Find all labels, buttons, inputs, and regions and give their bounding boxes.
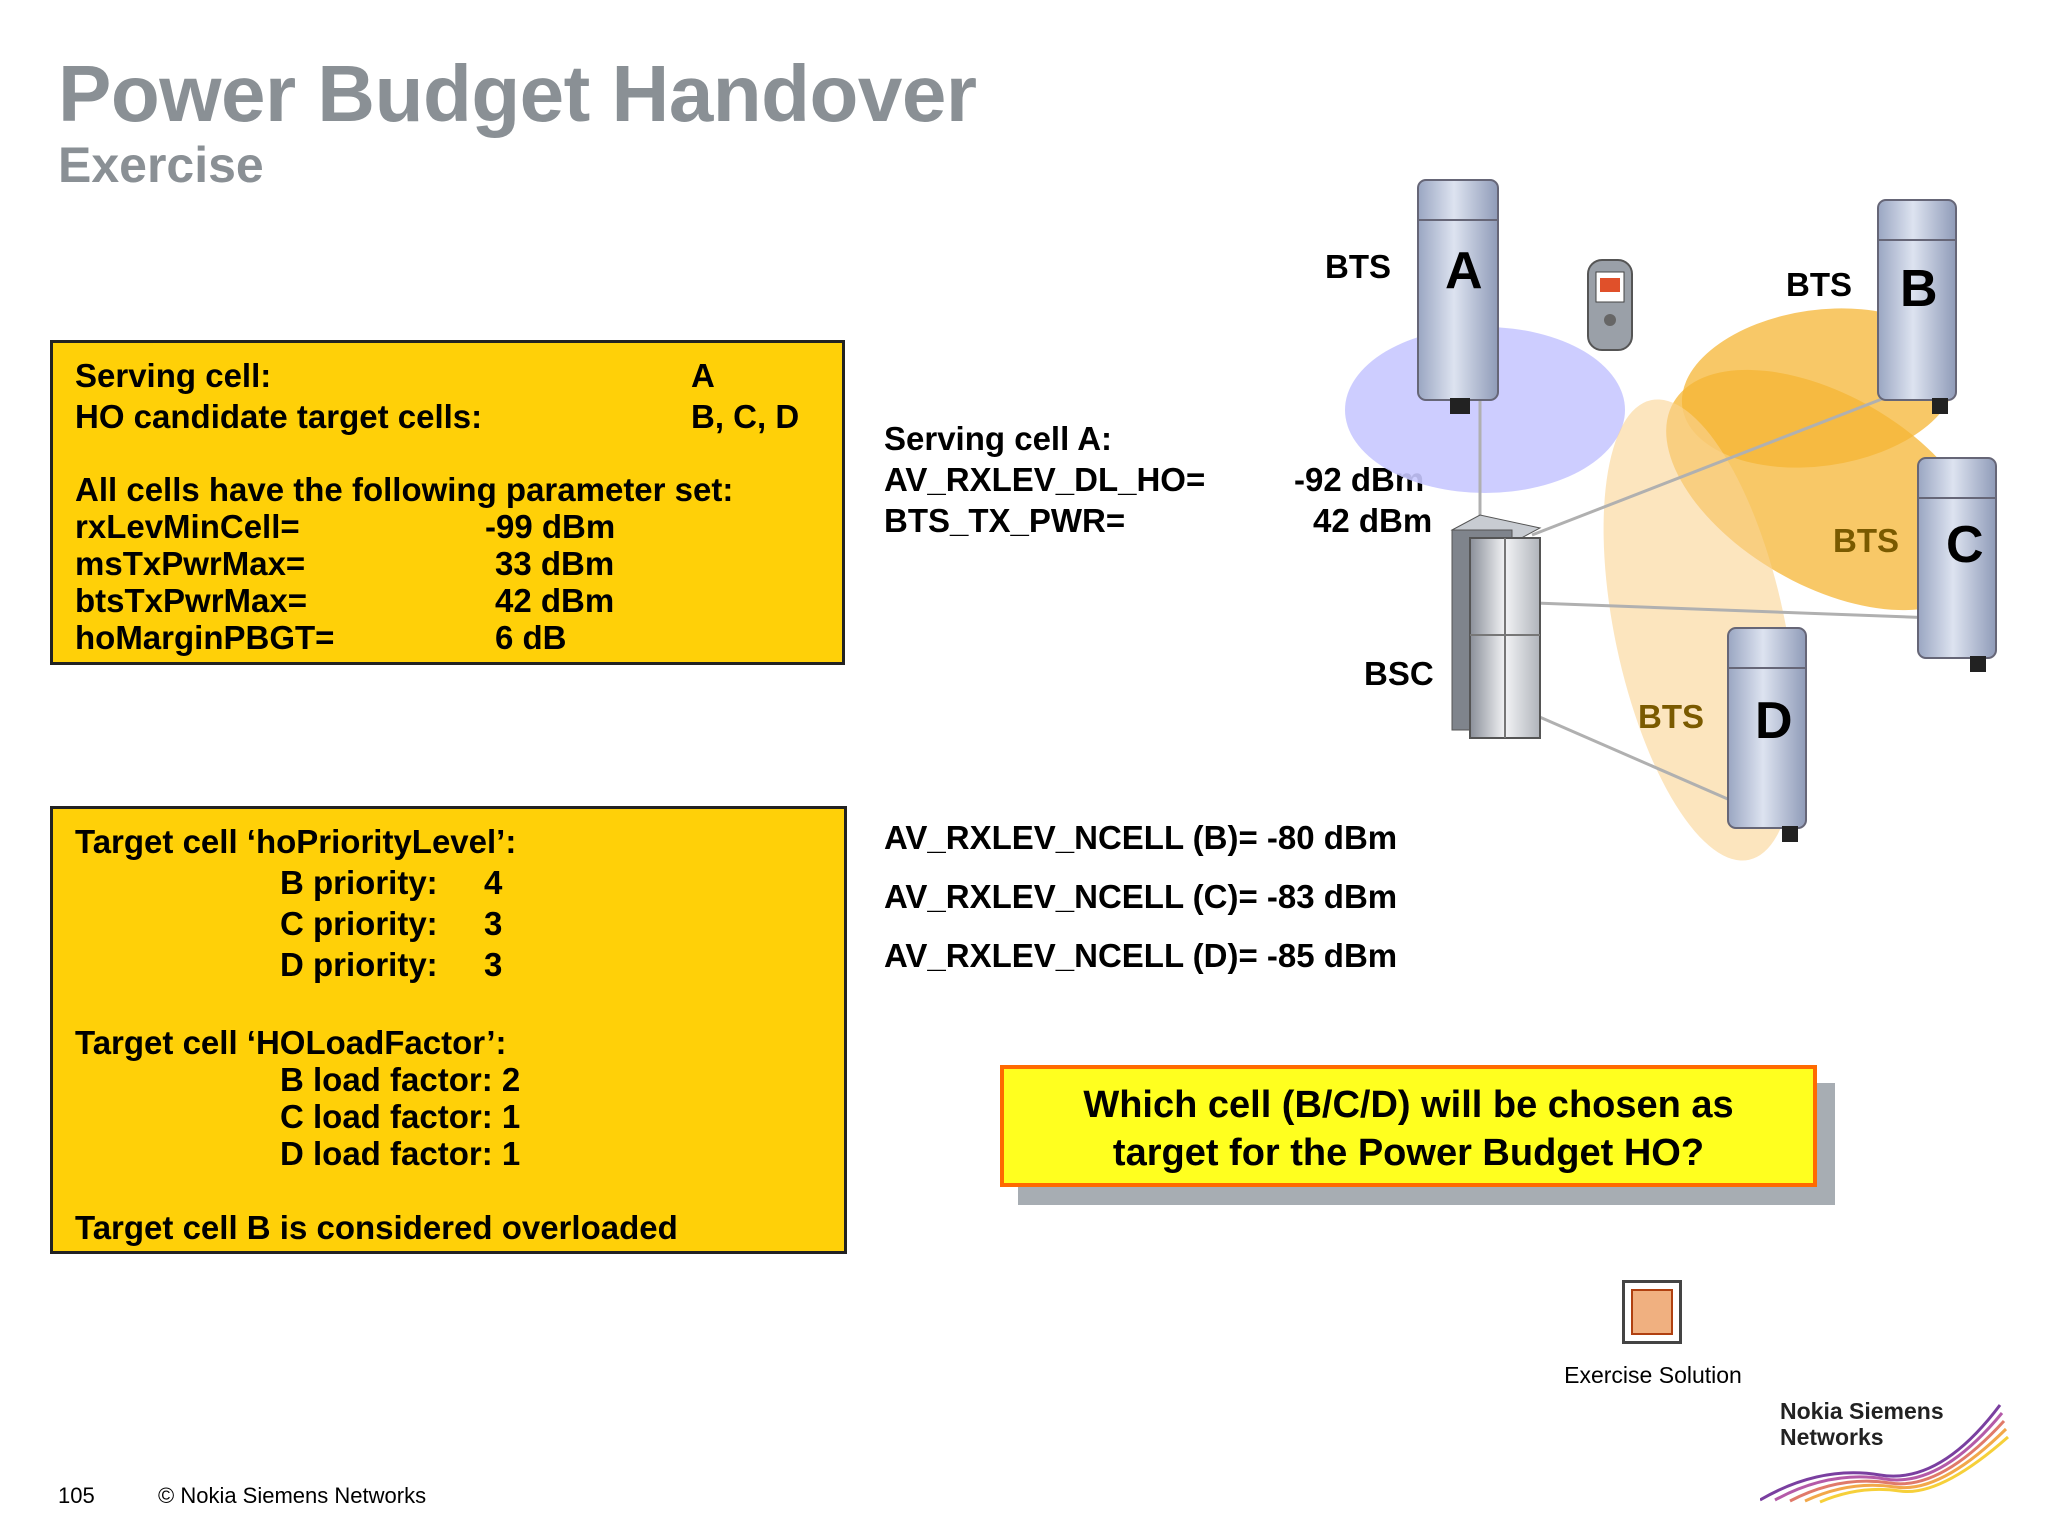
priority-heading: Target cell ‘hoPriorityLevel’: [75,823,517,860]
bts-c-icon [1917,457,1997,672]
param-name: hoMarginPBGT= [75,619,335,656]
bts-d-icon [1727,627,1807,842]
serving-cell-value: A [691,357,715,394]
question-box: Which cell (B/C/D) will be chosen as tar… [1000,1065,1817,1187]
param-value: 6 dB [495,619,567,656]
priority-label: D priority: [280,946,438,983]
load-heading: Target cell ‘HOLoadFactor’: [75,1024,507,1061]
page-title: Power Budget Handover [58,49,977,138]
priority-label: B priority: [280,864,438,901]
serving-info-name: AV_RXLEV_DL_HO= [884,461,1206,498]
parameters-box: Serving cell: A HO candidate target cell… [50,340,845,665]
serving-info-heading: Serving cell A: [884,420,1113,457]
coverage-a [1345,327,1625,493]
mobile-phone-icon [1587,259,1633,351]
bts-a-icon [1417,179,1499,414]
page-subtitle: Exercise [58,137,264,193]
bts-label: BTS [1325,248,1391,285]
load-factor: D load factor: 1 [280,1135,521,1172]
bsc-label: BSC [1364,655,1434,692]
load-factor: B load factor: 2 [280,1061,521,1098]
priority-value: 4 [484,864,503,901]
serving-info-value: 42 dBm [1313,502,1433,539]
ncell-measurement: AV_RXLEV_NCELL (C)= -83 dBm [884,878,1398,915]
network-diagram: BTS A BTS B BTS C BSC BTS D [1325,179,1997,861]
ncell-measurement: AV_RXLEV_NCELL (B)= -80 dBm [884,819,1398,856]
load-factor: C load factor: 1 [280,1098,521,1135]
bts-label: BTS [1786,266,1852,303]
ncell-measurement: AV_RXLEV_NCELL (D)= -85 dBm [884,937,1398,974]
cell-a-label: A [1445,242,1483,300]
bsc-icon [1450,514,1542,739]
cell-b-label: B [1900,260,1938,318]
page-number: 105 [58,1483,95,1508]
bts-label: BTS [1638,698,1704,735]
param-value: 42 dBm [495,582,615,619]
bsc-links [1478,375,1936,802]
brand-logo: Nokia Siemens Networks [1780,1398,1944,1450]
brand-wave-icon [1760,1404,2009,1504]
priority-label: C priority: [280,905,438,942]
cell-c-label: C [1946,516,1984,574]
candidates-value: B, C, D [691,398,800,435]
param-name: msTxPwrMax= [75,545,306,582]
param-name: rxLevMinCell= [75,508,300,545]
serving-info-name: BTS_TX_PWR= [884,502,1126,539]
question-line: Which cell (B/C/D) will be chosen as [1083,1084,1734,1126]
question-line: target for the Power Budget HO? [1112,1132,1705,1174]
presentation-icon[interactable] [1622,1280,1682,1344]
copyright: © Nokia Siemens Networks [158,1483,427,1508]
serving-cell-label: Serving cell: [75,357,272,394]
priority-value: 3 [484,946,503,983]
param-name: btsTxPwrMax= [75,582,307,619]
overload-note: Target cell B is considered overloaded [75,1209,678,1246]
bts-label: BTS [1833,522,1899,559]
params-heading: All cells have the following parameter s… [75,471,734,508]
candidates-label: HO candidate target cells: [75,398,483,435]
cell-d-label: D [1755,692,1793,750]
param-value: -99 dBm [485,508,616,545]
priorities-box: Target cell ‘hoPriorityLevel’: B priorit… [50,806,847,1254]
param-value: 33 dBm [495,545,615,582]
bts-b-icon [1877,199,1957,414]
exercise-solution-link[interactable]: Exercise Solution [1564,1362,1742,1388]
priority-value: 3 [484,905,503,942]
